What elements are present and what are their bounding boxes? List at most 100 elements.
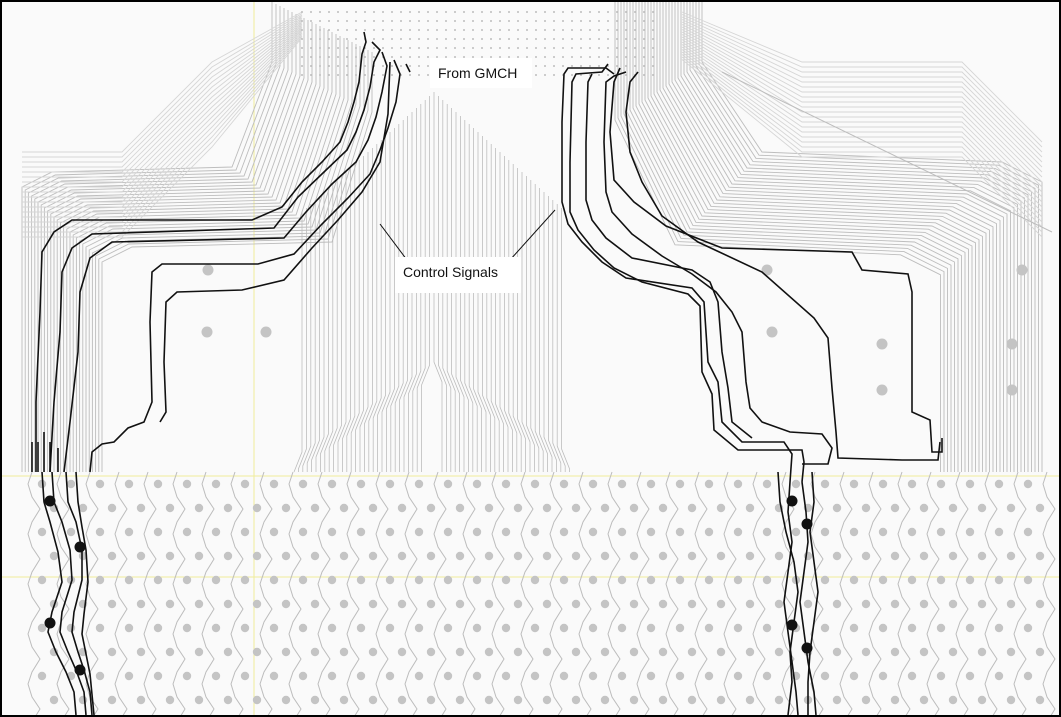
via-pad — [472, 623, 482, 633]
via-dot-small — [535, 47, 537, 49]
grey-trace — [34, 10, 289, 472]
via-pad — [202, 264, 214, 276]
via-pad — [948, 599, 958, 609]
via-pad — [1035, 551, 1045, 561]
via-pad — [194, 647, 204, 657]
via-pad — [588, 479, 598, 489]
via-pad — [646, 575, 656, 585]
via-pad — [849, 623, 859, 633]
via-pad — [397, 647, 407, 657]
via-pad — [165, 599, 175, 609]
via-pad — [878, 479, 888, 489]
via-pad — [965, 623, 975, 633]
grey-trace — [342, 168, 351, 472]
via-pad — [49, 647, 59, 657]
via-dot-small — [634, 56, 636, 58]
via-pad — [907, 623, 917, 633]
via-dot-small — [391, 20, 393, 22]
grey-trace — [692, 2, 1032, 472]
via-dot-small — [607, 11, 609, 13]
via-pad — [223, 503, 233, 513]
via-pad — [820, 671, 830, 681]
grey-trace — [416, 100, 426, 472]
via-dot-small — [625, 29, 627, 31]
via-dot-small — [409, 38, 411, 40]
via-dot — [44, 617, 56, 629]
via-dot-small — [400, 38, 402, 40]
grey-trace — [377, 136, 386, 472]
via-pad — [339, 599, 349, 609]
via-dot-small — [319, 29, 321, 31]
via-dot-small — [409, 65, 411, 67]
via-pad — [571, 647, 581, 657]
grey-trace — [681, 31, 1043, 183]
via-pad — [513, 551, 523, 561]
via-pad — [78, 551, 88, 561]
via-dot-small — [517, 38, 519, 40]
via-dot-small — [364, 29, 366, 31]
via-pad — [791, 479, 801, 489]
grey-trace — [1042, 471, 1056, 715]
grey-trace — [408, 108, 417, 472]
via-pad — [240, 527, 250, 537]
grey-trace — [320, 188, 329, 472]
via-pad — [1006, 599, 1016, 609]
via-pad — [269, 527, 279, 537]
via-dot-small — [337, 38, 339, 40]
via-pad — [414, 575, 424, 585]
via-pad — [878, 575, 888, 585]
via-pad — [37, 671, 47, 681]
via-pad — [658, 647, 668, 657]
via-pad — [629, 695, 639, 705]
via-pad — [182, 479, 192, 489]
via-pad — [107, 647, 117, 657]
via-dot-small — [625, 20, 627, 22]
via-pad — [356, 575, 366, 585]
via-dot-small — [616, 38, 618, 40]
grey-trace — [346, 164, 356, 472]
via-pad — [124, 671, 134, 681]
via-dot-small — [634, 29, 636, 31]
grey-trace — [578, 471, 592, 715]
via-dot-small — [544, 11, 546, 13]
via-pad — [194, 695, 204, 705]
via-dot-small — [418, 65, 420, 67]
grey-trace — [79, 38, 345, 472]
grey-trace — [839, 471, 853, 715]
via-pad — [687, 503, 697, 513]
grey-trace — [399, 116, 408, 472]
via-pad — [269, 479, 279, 489]
via-pad — [559, 623, 569, 633]
grey-trace — [641, 2, 973, 472]
via-pad — [1035, 695, 1045, 705]
via-pad — [484, 503, 494, 513]
via-dot-small — [490, 56, 492, 58]
grey-trace — [47, 18, 305, 472]
via-pad — [658, 599, 668, 609]
via-dot-small — [526, 29, 528, 31]
via-pad — [1023, 479, 1033, 489]
via-dot-small — [472, 56, 474, 58]
via-pad — [919, 551, 929, 561]
via-pad — [78, 695, 88, 705]
grey-trace — [632, 2, 962, 472]
via-dot-small — [580, 11, 582, 13]
via-pad — [426, 647, 436, 657]
via-dot-small — [427, 74, 429, 76]
via-pad — [658, 551, 668, 561]
via-pad — [762, 479, 772, 489]
via-pad — [907, 527, 917, 537]
via-dot-small — [355, 38, 357, 40]
via-pad — [310, 551, 320, 561]
via-pad — [646, 671, 656, 681]
via-dot-small — [382, 11, 384, 13]
grey-trace — [333, 176, 342, 472]
via-dot-small — [418, 47, 420, 49]
via-pad — [617, 527, 627, 537]
grey-trace — [442, 100, 452, 472]
grey-trace — [543, 192, 553, 472]
via-dot-small — [310, 20, 312, 22]
via-pad — [95, 527, 105, 537]
via-dot-small — [526, 38, 528, 40]
via-dot-small — [652, 11, 654, 13]
